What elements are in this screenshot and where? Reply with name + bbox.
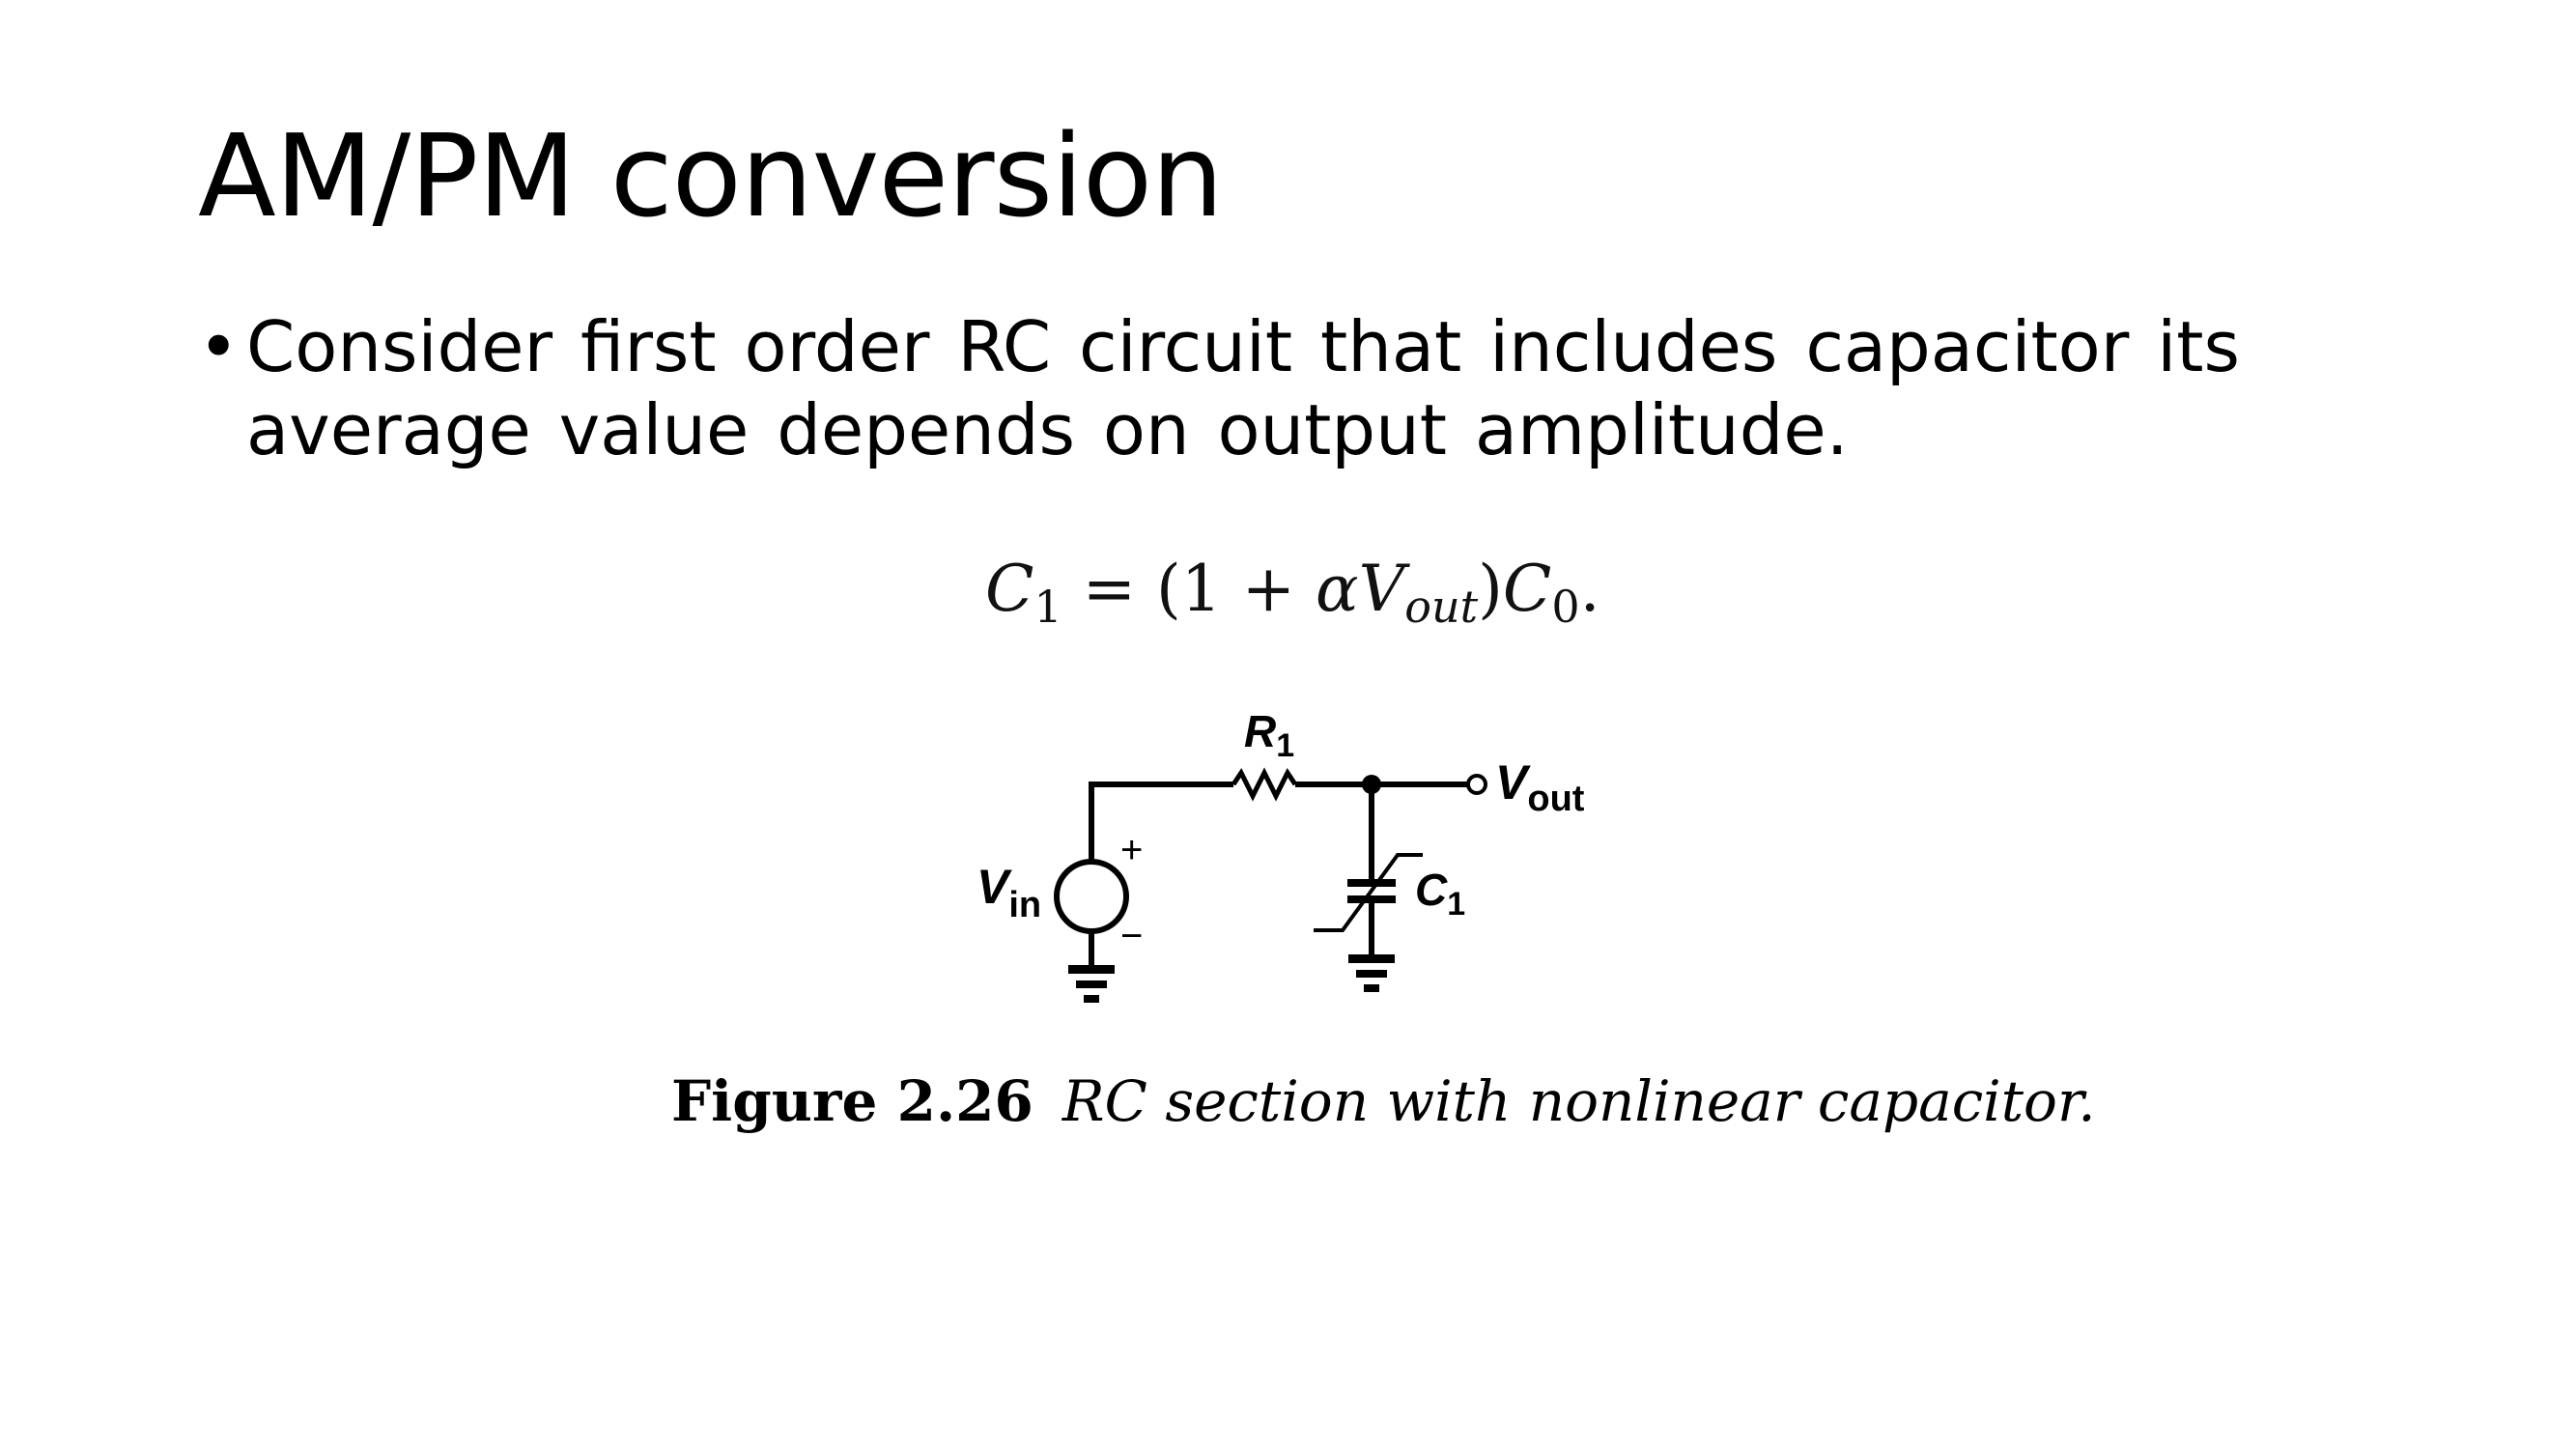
vout-label: Vout (1495, 755, 1585, 819)
equation-v-subscript: out (1404, 581, 1479, 633)
ground-cap-bar2 (1356, 970, 1387, 978)
bullet-point: • Consider first order RC circuit that i… (198, 305, 2420, 471)
c1-label: C1 (1415, 865, 1465, 923)
equation-c1-symbol: C (985, 552, 1034, 626)
capacitance-equation: C1 = (1 + αVout)C0. (985, 546, 1600, 633)
capacitor-plate-top (1347, 879, 1396, 887)
resistor-r1 (1231, 767, 1298, 802)
equation-c1-subscript: 1 (1033, 581, 1062, 633)
equation-alpha: α (1316, 552, 1359, 626)
rc-circuit-diagram: R1 Vout Vin + − C1 (977, 706, 1585, 1003)
equation-period: . (1579, 552, 1600, 626)
ground-source-bar1 (1068, 965, 1115, 974)
source-minus-sign: − (1120, 915, 1143, 957)
voltage-source-symbol (1054, 859, 1129, 934)
equation-c0-subscript: 0 (1551, 581, 1580, 633)
ground-cap-bar3 (1364, 984, 1379, 992)
figure-number: Figure 2.26 (671, 1068, 1033, 1134)
capacitor-plate-bottom (1347, 895, 1396, 903)
figure-caption: Figure 2.26 RC section with nonlinear cap… (671, 1067, 2096, 1135)
r1-label: R1 (1244, 706, 1294, 764)
nonlinear-arrow (1314, 853, 1423, 932)
equation-equals: = (1062, 552, 1157, 626)
slide-title: AM/PM conversion (198, 109, 1224, 242)
vin-label: Vin (977, 860, 1041, 925)
equation-open-paren: (1 + (1156, 552, 1316, 626)
ground-cap-bar1 (1348, 954, 1395, 963)
bullet-text: Consider first order RC circuit that inc… (246, 306, 2240, 470)
output-terminal (1466, 774, 1487, 795)
bullet-marker: • (198, 306, 240, 387)
ground-source-bar3 (1084, 995, 1099, 1003)
equation-close-paren: ) (1478, 552, 1503, 626)
figure-caption-text: RC section with nonlinear capacitor. (1062, 1068, 2096, 1134)
equation-c0-symbol: C (1502, 552, 1552, 626)
equation-v-symbol: V (1358, 552, 1405, 626)
ground-source-bar2 (1076, 980, 1107, 988)
source-plus-sign: + (1120, 829, 1143, 871)
